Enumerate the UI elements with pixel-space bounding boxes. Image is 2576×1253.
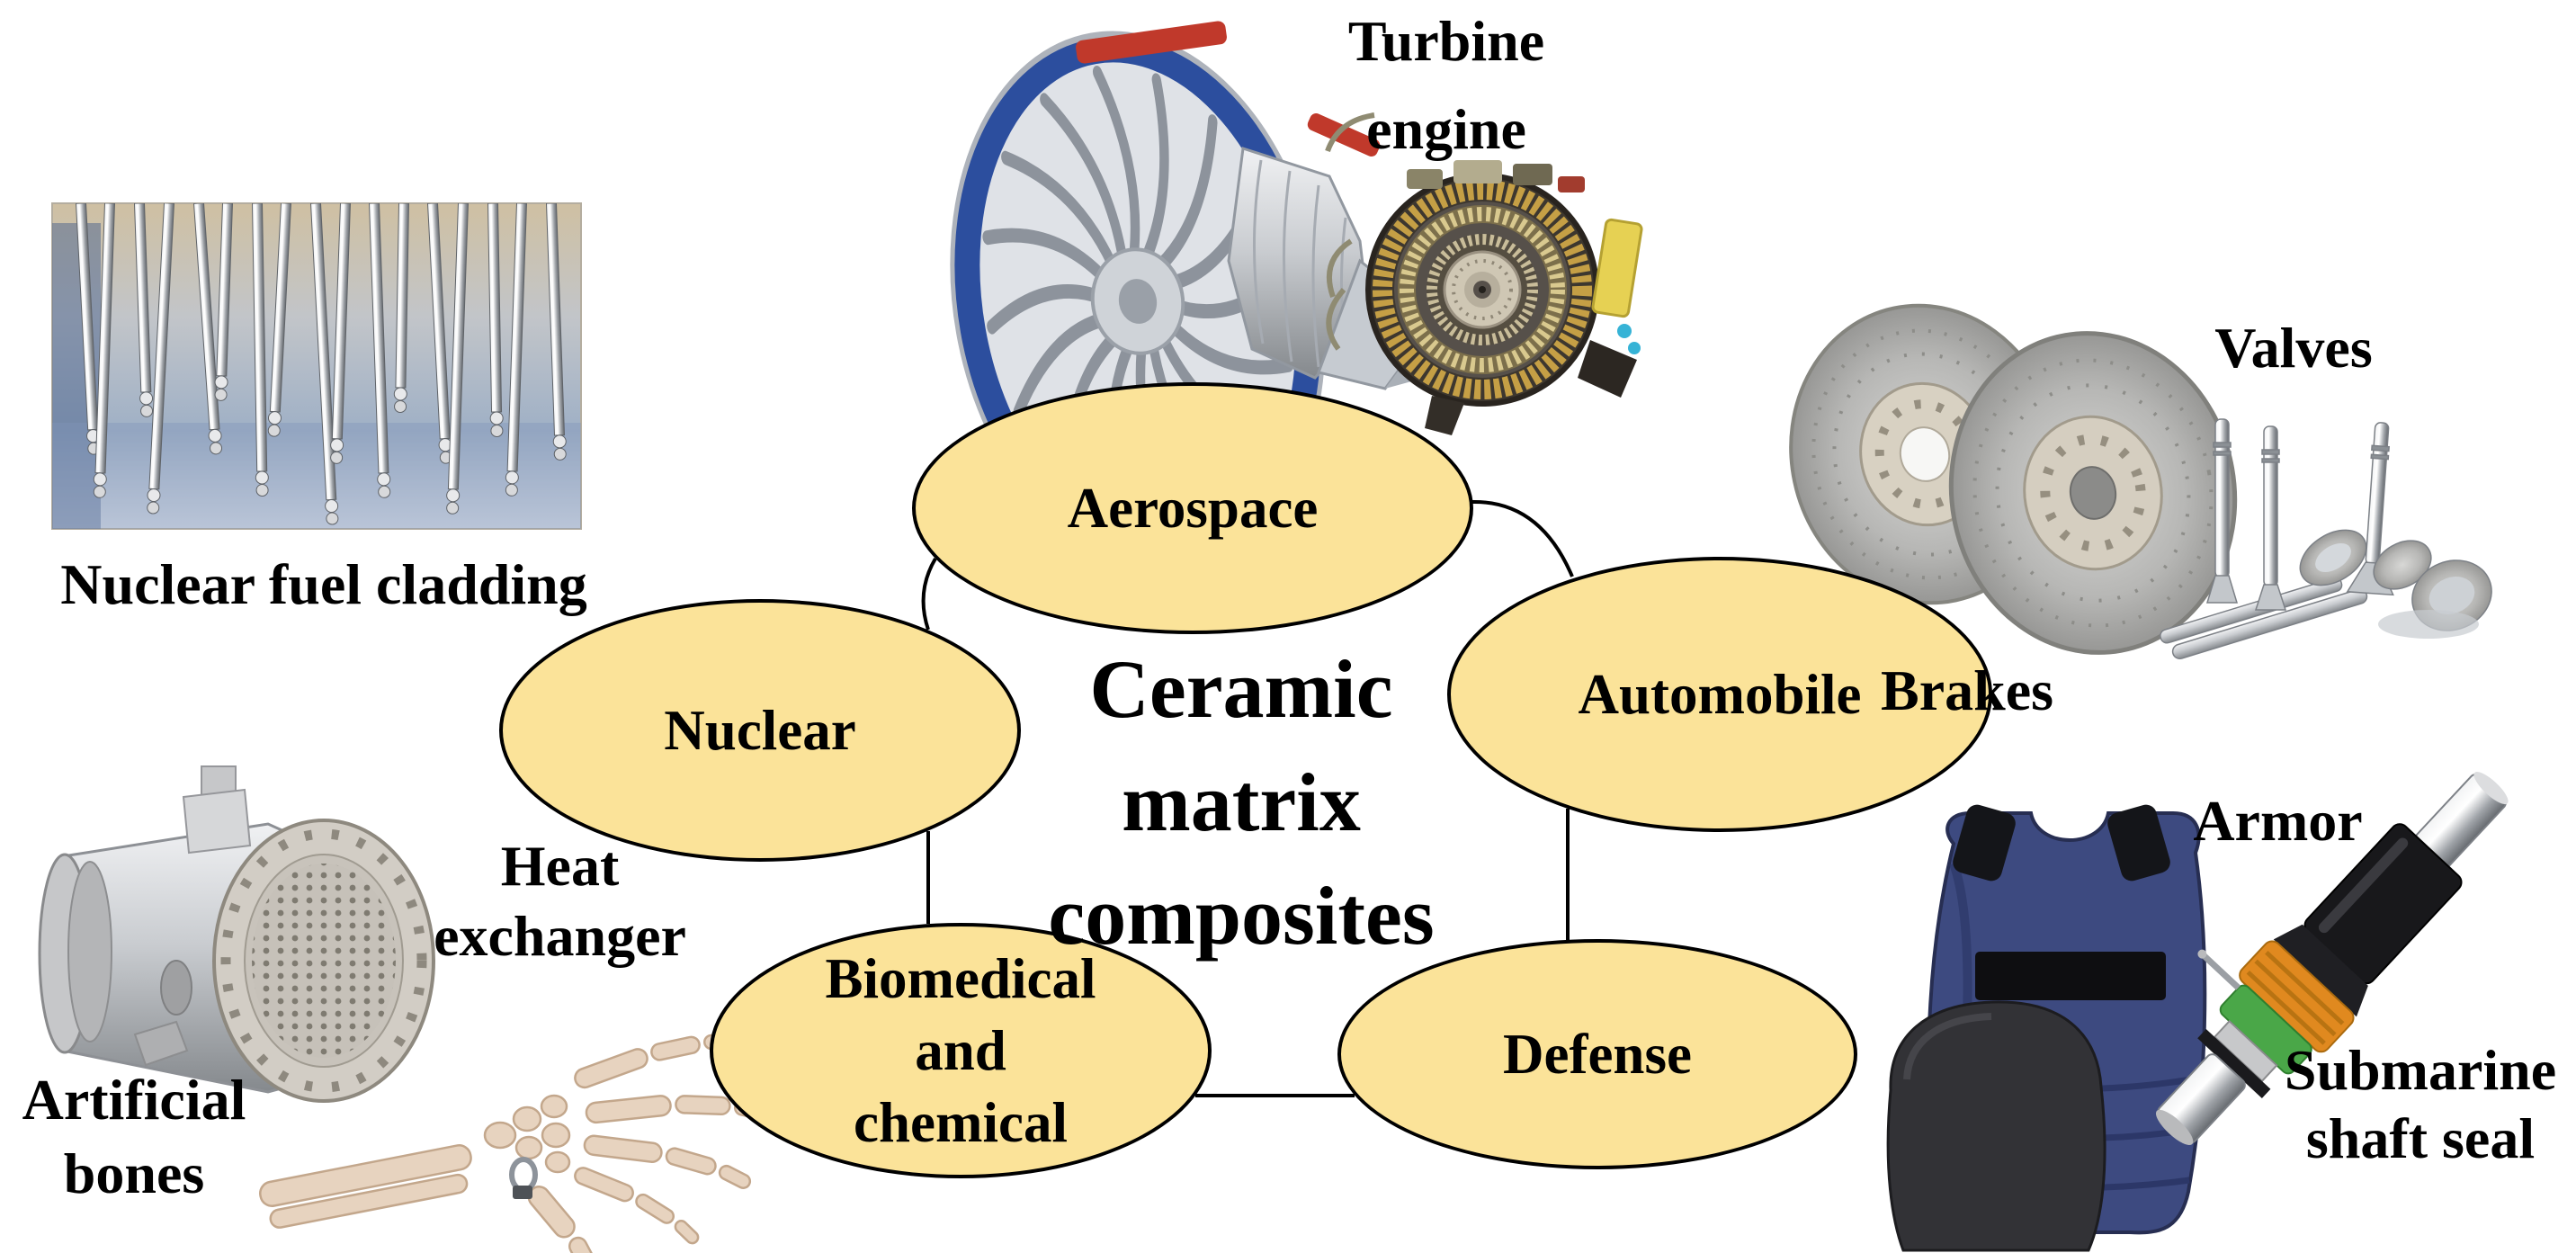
caption-turbine-engine-line-2: engine — [1366, 97, 1526, 161]
caption-valves: Valves — [2214, 316, 2373, 380]
caption-artificial-bones: Artificial bones — [7, 1063, 261, 1211]
center-title-line-2: matrix — [1122, 756, 1361, 848]
disc-top-greebles — [1407, 160, 1585, 192]
node-automobile-label: Automobile — [1578, 663, 1862, 726]
connector-nuclear-aerospace — [921, 557, 937, 631]
caption-heat-exchanger: Heat exchanger — [405, 831, 715, 971]
caption-artificial-bones-line-1: Artificial — [22, 1068, 246, 1132]
center-title-line-1: Ceramic — [1089, 643, 1393, 735]
node-defense: Defense — [1337, 939, 1857, 1169]
caption-submarine-shaft-seal: Submarine shaft seal — [2260, 1036, 2576, 1173]
node-biomedical-line-1: Biomedical — [825, 947, 1096, 1010]
node-aerospace: Aerospace — [912, 382, 1473, 634]
node-aerospace-label: Aerospace — [1067, 477, 1319, 540]
caption-nuclear-fuel-cladding: Nuclear fuel cladding — [60, 552, 587, 616]
nuclear-fuel-cladding-photo — [51, 202, 582, 530]
center-title-line-3: composites — [1048, 870, 1435, 962]
caption-heat-exchanger-line-2: exchanger — [434, 904, 686, 968]
caption-submarine-line-1: Submarine — [2284, 1038, 2557, 1102]
valves-photo — [2160, 418, 2492, 660]
node-automobile: Automobile — [1447, 557, 1992, 832]
caption-turbine-engine: Turbine engine — [1248, 0, 1644, 174]
node-nuclear: Nuclear — [499, 599, 1021, 862]
connector-aerospace-automobile — [1471, 499, 1574, 577]
submarine-shaft-seal-photo — [2155, 772, 2509, 1145]
turbine-disc-photo — [1325, 112, 1643, 435]
node-nuclear-label: Nuclear — [664, 699, 856, 762]
fuel-rods — [75, 203, 567, 525]
node-biomedical-line-2: and — [915, 1019, 1006, 1082]
caption-armor: Armor — [2193, 789, 2363, 853]
node-connectors — [921, 499, 1574, 1097]
ballistic-plate — [1886, 1000, 2106, 1252]
armor-vest-photo — [1886, 804, 2207, 1252]
node-defense-label: Defense — [1503, 1023, 1692, 1086]
caption-turbine-engine-line-1: Turbine — [1347, 9, 1545, 73]
caption-brakes: Brakes — [1881, 658, 2053, 722]
node-biomedical-line-3: chemical — [854, 1091, 1068, 1154]
heat-exchanger-photo — [38, 765, 435, 1103]
caption-artificial-bones-line-2: bones — [63, 1141, 205, 1205]
node-biomedical-chemical: Biomedical and chemical — [710, 923, 1212, 1178]
brake-discs-photo — [1789, 303, 2238, 655]
caption-submarine-line-2: shaft seal — [2305, 1106, 2536, 1170]
caption-heat-exchanger-line-1: Heat — [500, 834, 620, 898]
center-title: Ceramic matrix composites — [917, 632, 1565, 972]
